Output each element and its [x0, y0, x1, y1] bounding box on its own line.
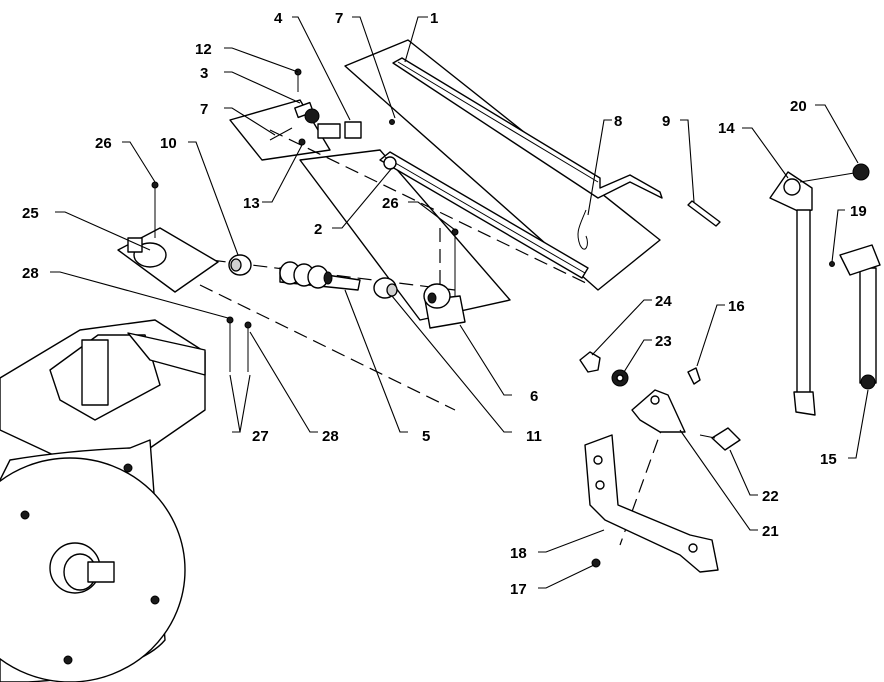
- knob-20: [852, 163, 870, 181]
- callout-14: 14: [718, 120, 735, 137]
- bracket-18: [584, 434, 719, 573]
- callout-28-left: 28: [22, 265, 39, 282]
- callout-9: 9: [662, 113, 670, 130]
- rod-15: [829, 244, 881, 390]
- callout-23: 23: [655, 333, 672, 350]
- callout-3: 3: [200, 65, 208, 82]
- callout-22: 22: [762, 488, 779, 505]
- nut-24: [579, 351, 601, 373]
- callout-2: 2: [314, 221, 322, 238]
- callout-5: 5: [422, 428, 430, 445]
- callout-4: 4: [274, 10, 283, 27]
- washer-23: [611, 369, 629, 387]
- callout-8: 8: [614, 113, 622, 130]
- callout-6: 6: [530, 388, 538, 405]
- callout-26-left: 26: [95, 135, 112, 152]
- callout-18: 18: [510, 545, 527, 562]
- pin-9: [687, 200, 721, 227]
- bushing-10: [228, 254, 252, 276]
- callout-labels: 1 2 3 4 5 6 7 7 8 9 10 11 12 13 14 15 16…: [22, 10, 867, 598]
- spring-pin-8: [577, 209, 588, 250]
- callout-7-upper: 7: [335, 10, 343, 27]
- callout-16: 16: [728, 298, 745, 315]
- shadow-planes: [229, 39, 661, 321]
- callout-17: 17: [510, 581, 527, 598]
- bearing-block-6: [423, 228, 466, 329]
- callout-1: 1: [430, 10, 438, 27]
- callout-26-right: 26: [382, 195, 399, 212]
- callout-19: 19: [850, 203, 867, 220]
- callout-25: 25: [22, 205, 39, 222]
- callout-21: 21: [762, 523, 779, 540]
- callout-11: 11: [526, 428, 542, 445]
- callout-24: 24: [655, 293, 672, 310]
- bracket-21: [631, 389, 686, 433]
- callout-10: 10: [160, 135, 177, 152]
- callout-12: 12: [195, 41, 212, 58]
- bushing-11: [373, 277, 398, 299]
- shaft-5: [279, 261, 361, 291]
- lower-rod: [379, 151, 589, 279]
- auger-housing: [0, 319, 206, 682]
- callout-27: 27: [252, 428, 269, 445]
- callout-13: 13: [243, 195, 260, 212]
- shift-rod: [392, 57, 663, 199]
- mount-plate-25: [117, 181, 219, 293]
- callout-15: 15: [820, 451, 837, 468]
- callout-20: 20: [790, 98, 807, 115]
- fasteners-16-22: [687, 367, 741, 451]
- callout-28-right: 28: [322, 428, 339, 445]
- leader-lines: [50, 16, 869, 589]
- screws-27: [226, 316, 252, 372]
- lever-14: [769, 171, 861, 416]
- callout-7-left: 7: [200, 101, 208, 118]
